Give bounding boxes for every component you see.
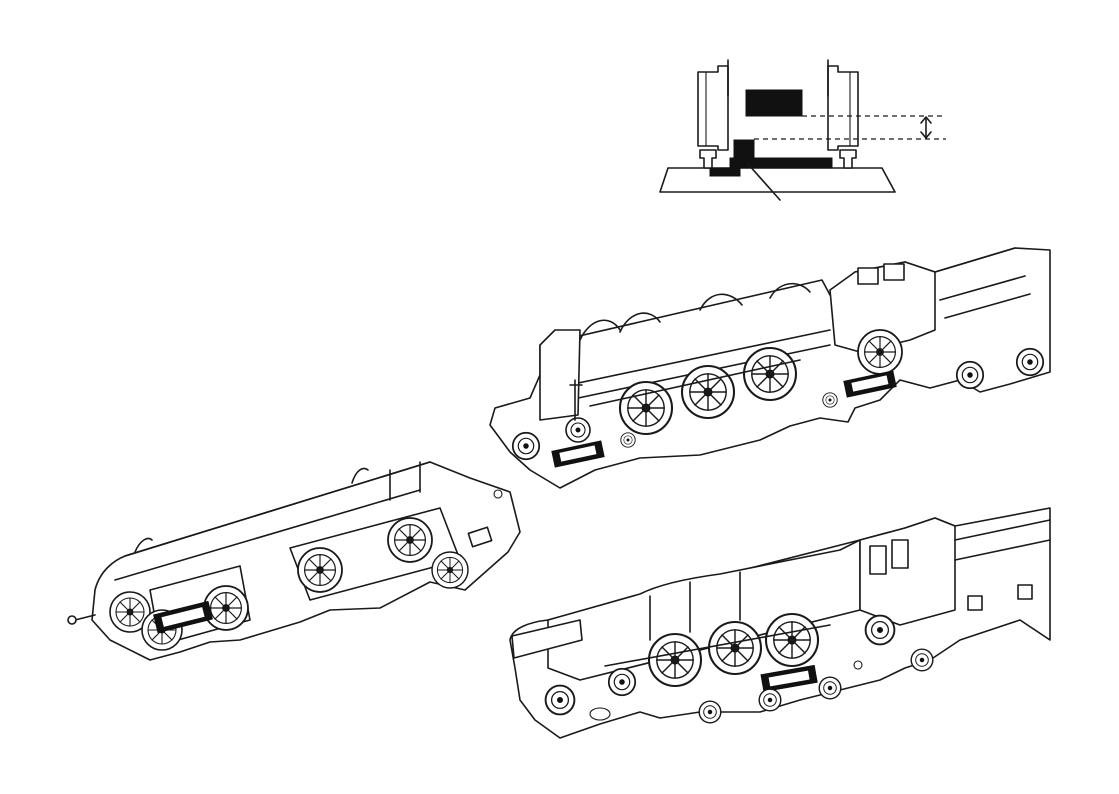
cross-section-diagram bbox=[660, 60, 946, 200]
left-wheel bbox=[698, 66, 728, 150]
left-rail bbox=[700, 150, 716, 168]
track-base bbox=[660, 168, 895, 192]
gap-arrow bbox=[921, 117, 931, 138]
upper-magnet-block bbox=[746, 90, 802, 116]
steam-locomotive-upper bbox=[490, 248, 1050, 488]
diesel-locomotive bbox=[68, 462, 520, 660]
right-rail bbox=[840, 150, 856, 168]
right-wheel bbox=[828, 66, 858, 150]
steam-locomotive-lower bbox=[510, 508, 1050, 738]
